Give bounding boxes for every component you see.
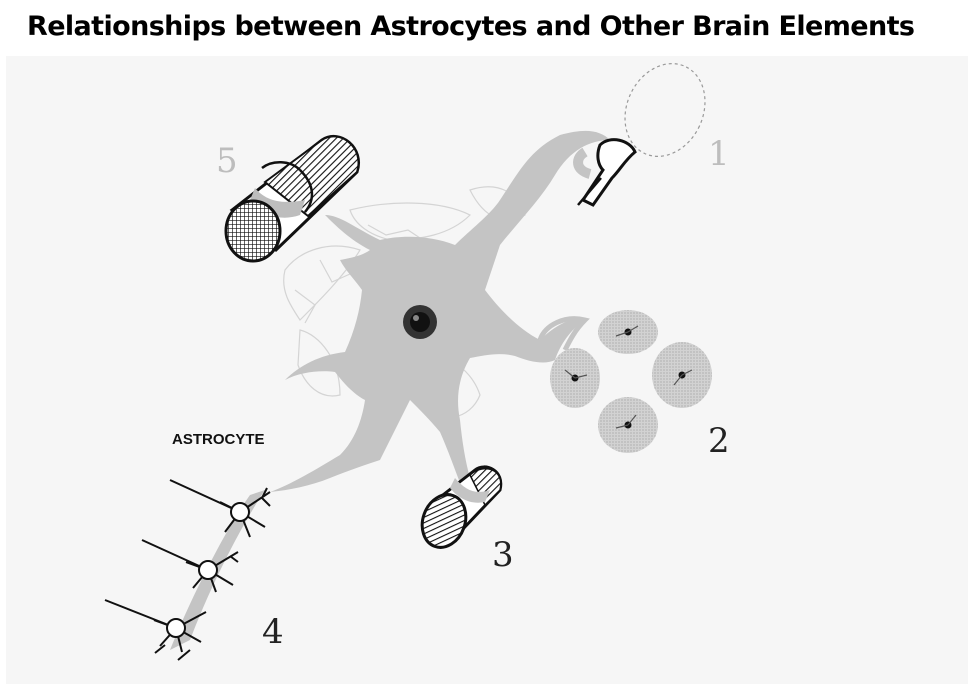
label-number-2: 2 [708,421,730,461]
element-5-myelinated-axon [226,136,359,261]
label-number-3: 3 [492,535,514,575]
element-1-synapse [578,50,720,205]
label-number-1: 1 [708,134,730,174]
label-number-5: 5 [216,141,238,181]
element-4-neuron-chain [105,480,270,660]
label-astrocyte: ASTROCYTE [172,431,265,448]
element-3-axon [415,467,501,554]
label-number-4: 4 [262,612,284,652]
